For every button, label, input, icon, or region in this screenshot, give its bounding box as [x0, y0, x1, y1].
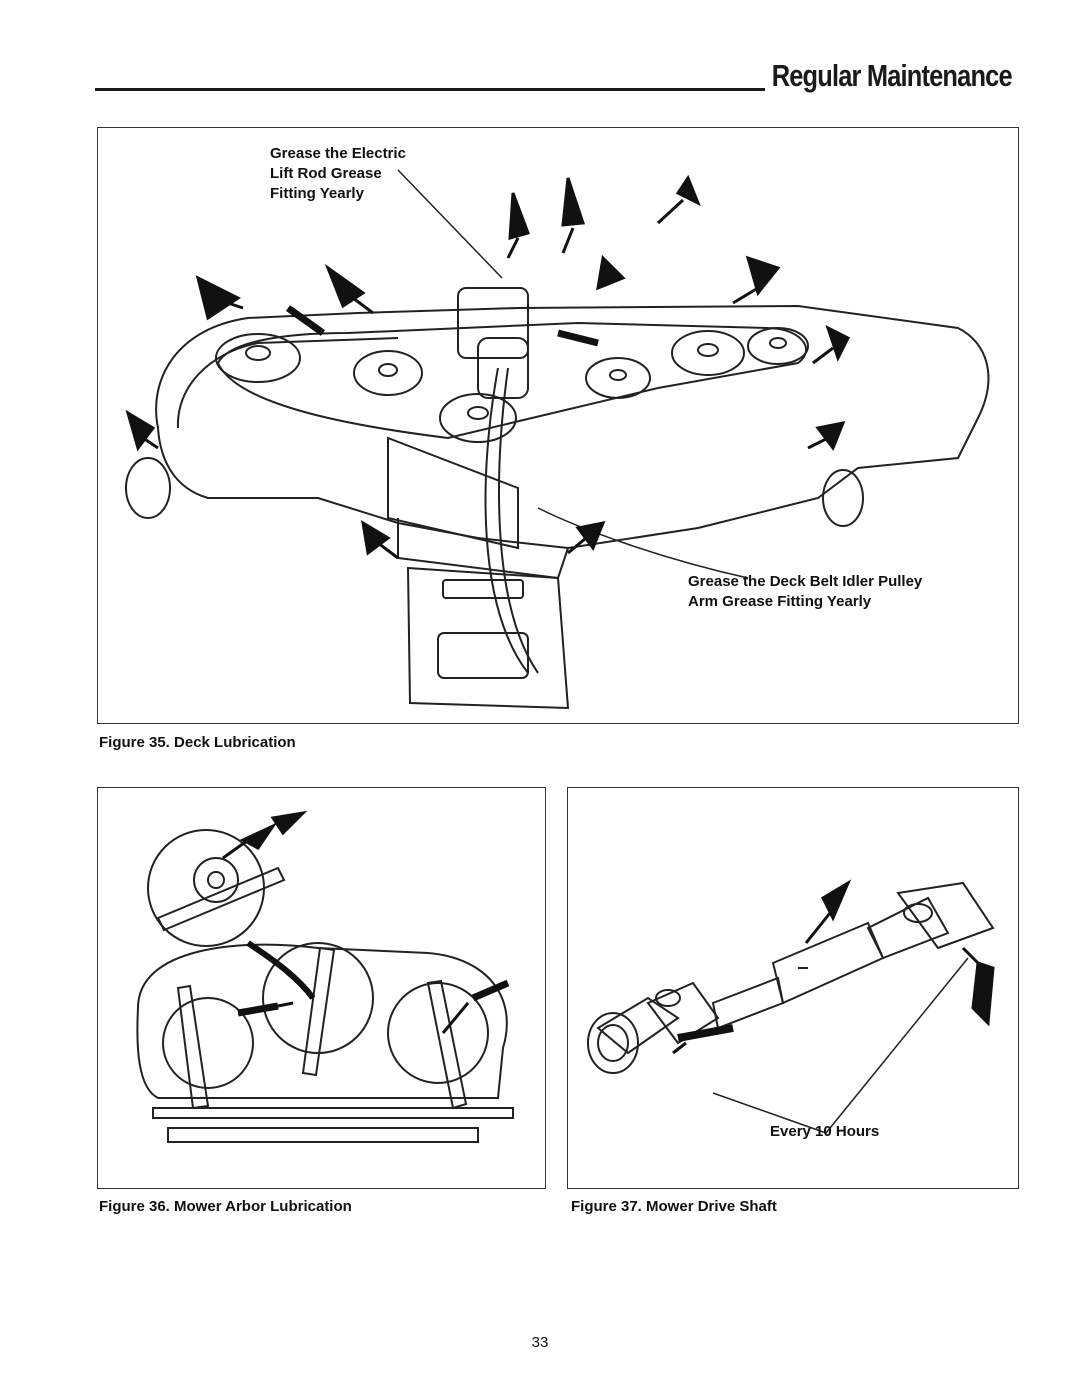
arbor-illustration [136, 810, 514, 1143]
callout-electric-lift-rod: Grease the Electric Lift Rod Grease Fitt… [270, 144, 406, 204]
callout-every-10-hours: Every 10 Hours [770, 1123, 880, 1140]
callout-idler-pulley: Grease the Deck Belt Idler Pulley Arm Gr… [688, 572, 922, 612]
page-title: Regular Maintenance [771, 58, 1013, 93]
figure-37-caption: Figure 37. Mower Drive Shaft [571, 1198, 777, 1215]
header-rule [95, 88, 765, 91]
callout-line: Lift Rod Grease [270, 165, 382, 182]
figure-37-drive-shaft: Every 10 Hours [567, 787, 1019, 1189]
callout-line: Fitting Yearly [270, 185, 364, 202]
callout-line: Grease the Deck Belt Idler Pulley [688, 573, 923, 590]
deck-illustration [125, 169, 990, 710]
figure-35-caption: Figure 35. Deck Lubrication [99, 734, 296, 751]
drive-shaft-illustration [587, 879, 995, 1134]
figure-35-deck-lubrication: Grease the Electric Lift Rod Grease Fitt… [97, 127, 1019, 724]
figure-36-mower-arbor [97, 787, 546, 1189]
callout-line: Arm Grease Fitting Yearly [688, 593, 872, 610]
callout-line: Grease the Electric [270, 145, 406, 162]
page-number: 33 [531, 1334, 549, 1351]
figure-36-caption: Figure 36. Mower Arbor Lubrication [99, 1198, 352, 1215]
